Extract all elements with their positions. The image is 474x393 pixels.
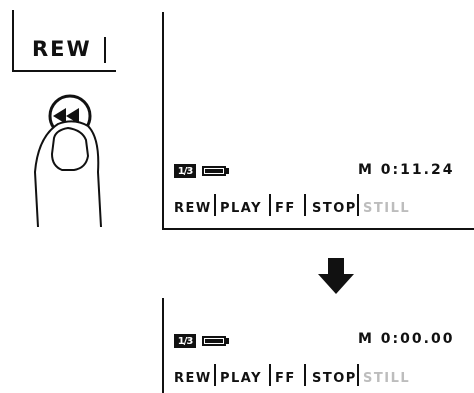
time-counter: M 0:11.24	[358, 162, 455, 178]
mode-separator	[357, 364, 359, 386]
mode-still: STILL	[363, 201, 411, 216]
callout-tick	[104, 37, 106, 63]
mode-separator	[304, 194, 306, 216]
mode-ff: FF	[275, 201, 296, 216]
mode-separator	[269, 194, 271, 216]
callout-vertical-line	[12, 10, 14, 72]
screen-left-border	[162, 298, 164, 393]
mode-rew: REW	[174, 201, 212, 216]
speed-fraction-icon: 1/3	[174, 164, 196, 178]
mode-play: PLAY	[220, 371, 263, 386]
lcd-screen-before: 1/3 M 0:11.24 REW PLAY FF STOP STILL	[162, 12, 474, 230]
callout-horizontal-line	[12, 70, 116, 72]
mode-rew: REW	[174, 371, 212, 386]
speed-fraction-icon: 1/3	[174, 334, 196, 348]
lcd-screen-after: 1/3 M 0:00.00 REW PLAY FF STOP STILL	[162, 298, 474, 393]
mode-separator	[357, 194, 359, 216]
mode-separator	[269, 364, 271, 386]
screen-bottom-border	[162, 228, 474, 230]
status-icons: 1/3	[174, 164, 229, 178]
arrow-down-icon	[318, 258, 354, 298]
mode-play: PLAY	[220, 201, 263, 216]
screen-left-border	[162, 12, 164, 230]
mode-separator	[214, 194, 216, 216]
finger-icon	[33, 120, 102, 228]
mode-stop: STOP	[312, 201, 357, 216]
mode-bar: REW PLAY FF STOP STILL	[174, 194, 474, 216]
battery-icon	[202, 166, 229, 176]
mode-ff: FF	[275, 371, 296, 386]
mode-still: STILL	[363, 371, 411, 386]
rew-button-callout: REW	[12, 10, 116, 72]
battery-icon	[202, 336, 229, 346]
mode-separator	[214, 364, 216, 386]
mode-bar: REW PLAY FF STOP STILL	[174, 364, 474, 386]
mode-separator	[304, 364, 306, 386]
mode-stop: STOP	[312, 371, 357, 386]
status-icons: 1/3	[174, 334, 229, 348]
time-counter: M 0:00.00	[358, 331, 455, 347]
finger-pressing-rew-illustration	[30, 92, 120, 236]
rew-button-label: REW	[32, 37, 92, 61]
